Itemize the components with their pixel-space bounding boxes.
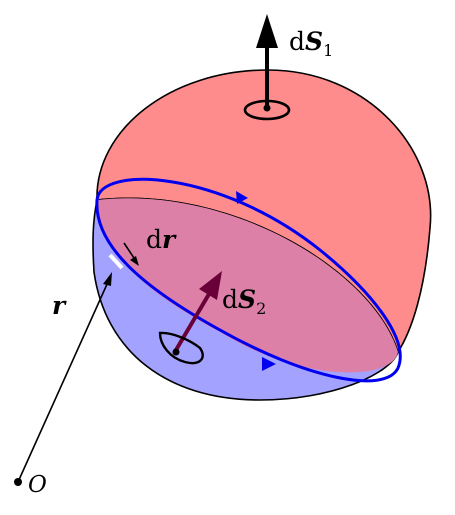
position-vector-head [103, 272, 112, 286]
ds2-base-point [172, 348, 180, 356]
ds1-base-point [263, 104, 271, 112]
position-vector-r [17, 281, 109, 483]
dr-element [108, 253, 124, 270]
inner-disk [96, 198, 399, 373]
label-ds1: dS1 [289, 27, 333, 60]
dr-arrow-head [130, 256, 139, 266]
label-ds2: dS2 [222, 285, 266, 318]
ds2-circulation-loop [158, 331, 204, 365]
label-origin: O [28, 472, 47, 498]
dr-arrow-shaft [123, 242, 135, 259]
boundary-arrow-upper [236, 191, 248, 204]
boundary-curve [95, 177, 402, 383]
ds1-arrow-head [256, 14, 278, 48]
label-r: r [52, 291, 67, 320]
boundary-arrow-lower [262, 357, 276, 371]
ds1-circulation-loop [243, 99, 291, 121]
label-dr: dr [146, 225, 177, 254]
origin-point [14, 478, 22, 486]
ds2-arrow-head [199, 271, 222, 300]
ds2-arrow-shaft [174, 292, 211, 352]
